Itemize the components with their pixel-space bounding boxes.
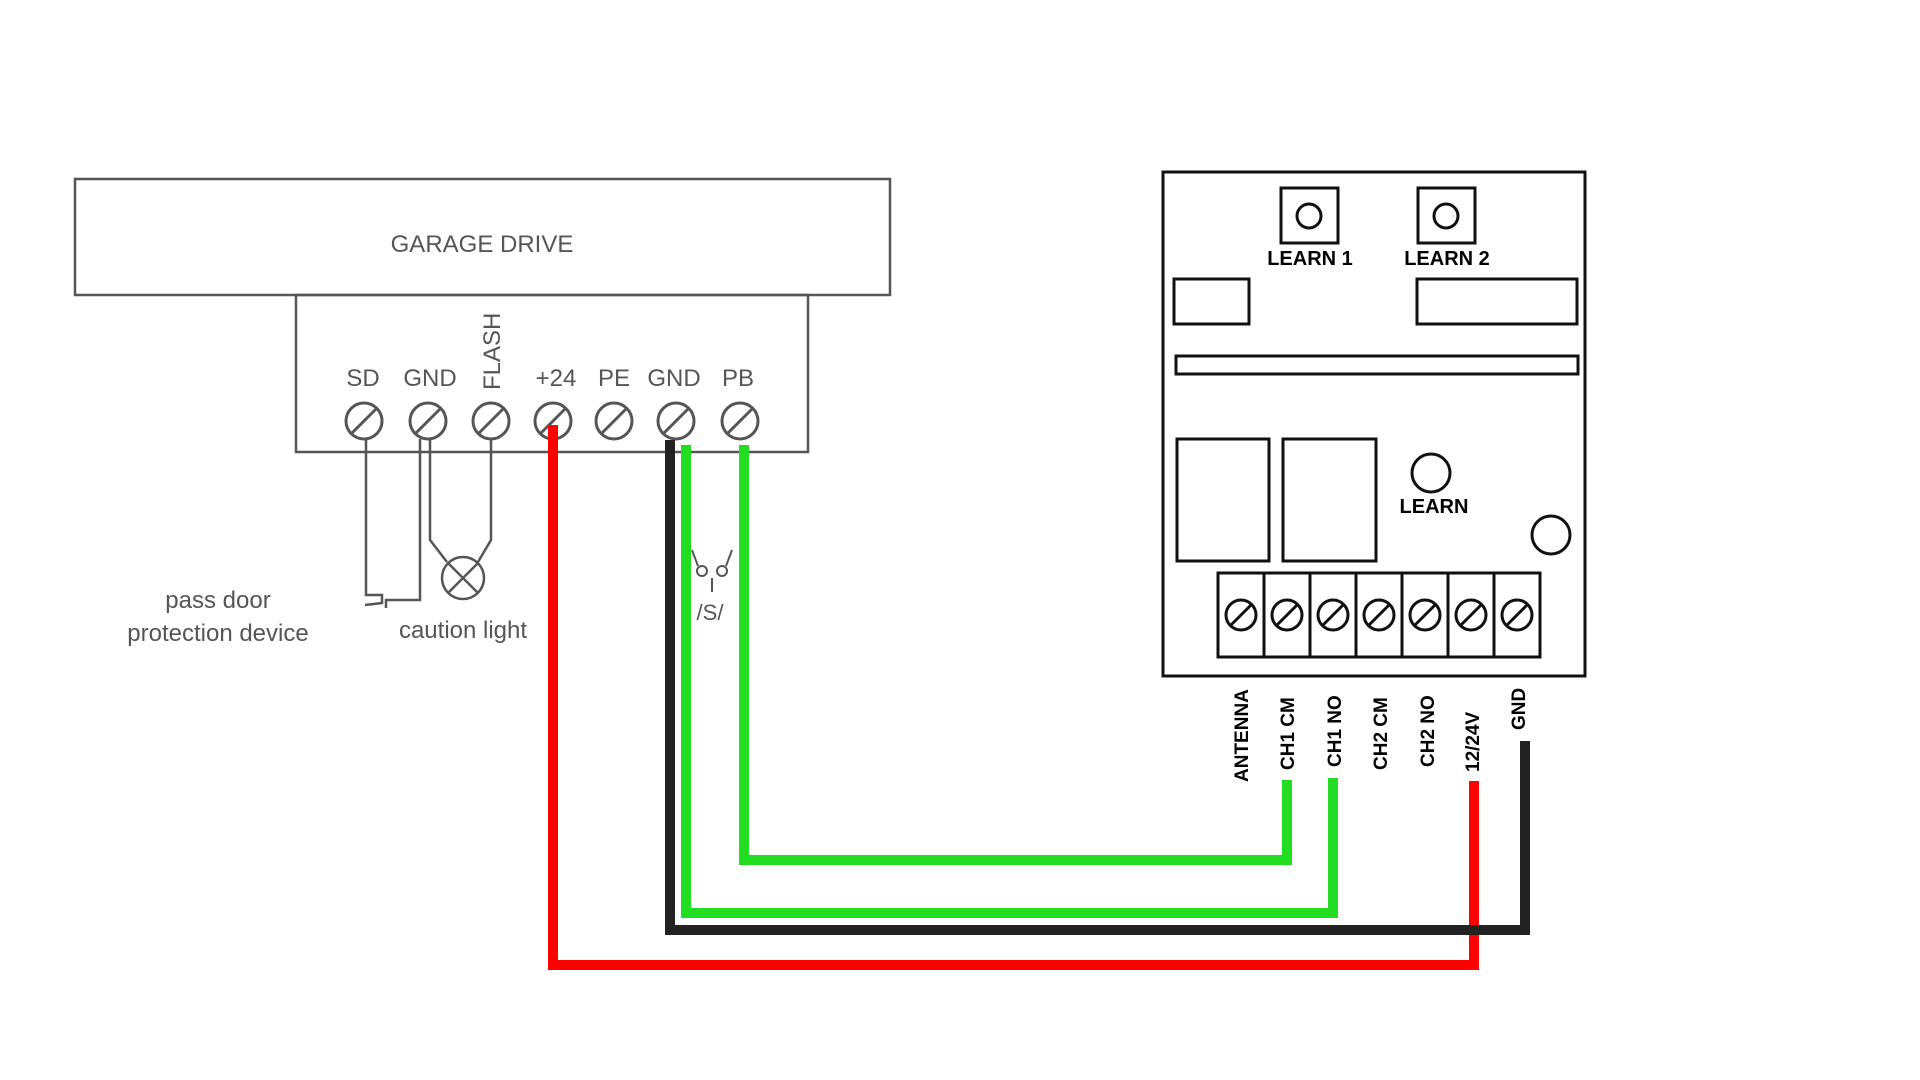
drive-terminal-label-gnd2: GND: [647, 365, 700, 392]
caution-light-icon: [440, 555, 486, 601]
receiver-terminal-label-gnd: GND: [1509, 688, 1530, 730]
drive-screw-sd: [344, 401, 384, 441]
receiver-terminal-label-antenna: ANTENNA: [1232, 689, 1253, 782]
drive-screw-pe: [594, 401, 634, 441]
wire-black-gnd-to-gnd: [665, 440, 1530, 935]
receiver-screw-ch2-cm: [1362, 598, 1396, 632]
learn2-button: [1416, 186, 1477, 245]
garage-drive-title: GARAGE DRIVE: [391, 231, 574, 258]
drive-terminal-label-24v: +24: [536, 365, 577, 392]
receiver-led-icon: [1530, 514, 1572, 556]
pass-door-label-line1: pass door: [165, 587, 270, 614]
drive-terminal-label-pb: PB: [722, 365, 754, 392]
receiver-terminal-label-12-24v: 12/24V: [1463, 711, 1484, 772]
learn-label: LEARN: [1400, 496, 1469, 518]
drive-screw-pb: [720, 401, 760, 441]
receiver-screw-ch1-cm: [1270, 598, 1304, 632]
drive-screw-gnd: [408, 401, 448, 441]
switch-icon: [691, 549, 733, 592]
receiver-component-small: [1172, 277, 1251, 326]
learn1-label: LEARN 1: [1267, 248, 1353, 270]
switch-symbol-label: /S/: [697, 600, 725, 625]
learn-button-icon: [1410, 452, 1452, 494]
pass-door-wire: [364, 439, 422, 608]
receiver-screw-gnd: [1500, 598, 1534, 632]
receiver-terminal-label-ch1-no: CH1 NO: [1325, 695, 1346, 767]
drive-terminal-label-sd: SD: [346, 365, 379, 392]
pass-door-label-line2: protection device: [127, 620, 308, 647]
learn1-button-icon: [1295, 202, 1323, 230]
learn2-label: LEARN 2: [1404, 248, 1490, 270]
receiver-terminal-dividers: [1262, 573, 1496, 657]
learn1-button: [1279, 186, 1340, 245]
relay-2: [1281, 437, 1378, 563]
receiver-terminal-label-ch1-cm: CH1 CM: [1278, 697, 1299, 770]
receiver-screw-12-24v: [1454, 598, 1488, 632]
relay-1: [1175, 437, 1271, 563]
receiver-screw-ch1-no: [1316, 598, 1350, 632]
receiver-strip: [1174, 354, 1580, 376]
wire-green-gnd-to-ch1-no: [681, 445, 1338, 918]
drive-terminal-label-pe: PE: [598, 365, 630, 392]
caution-light-label: caution light: [399, 617, 527, 644]
wire-green-pb-to-ch1-cm: [739, 445, 1292, 865]
drive-terminal-label-gnd: GND: [403, 365, 456, 392]
drive-terminal-label-flash: FLASH: [479, 313, 506, 390]
receiver-screw-antenna: [1224, 598, 1258, 632]
learn2-button-icon: [1432, 202, 1460, 230]
drive-screw-flash: [471, 401, 511, 441]
caution-light-wire: [428, 439, 493, 563]
receiver-terminal-label-ch2-no: CH2 NO: [1418, 695, 1439, 767]
receiver-terminal-label-ch2-cm: CH2 CM: [1371, 697, 1392, 770]
drive-screw-gnd2: [656, 401, 696, 441]
receiver-screw-ch2-no: [1408, 598, 1442, 632]
wire-red-24v-to-12-24v: [548, 425, 1479, 970]
receiver-component-wide: [1415, 277, 1579, 326]
